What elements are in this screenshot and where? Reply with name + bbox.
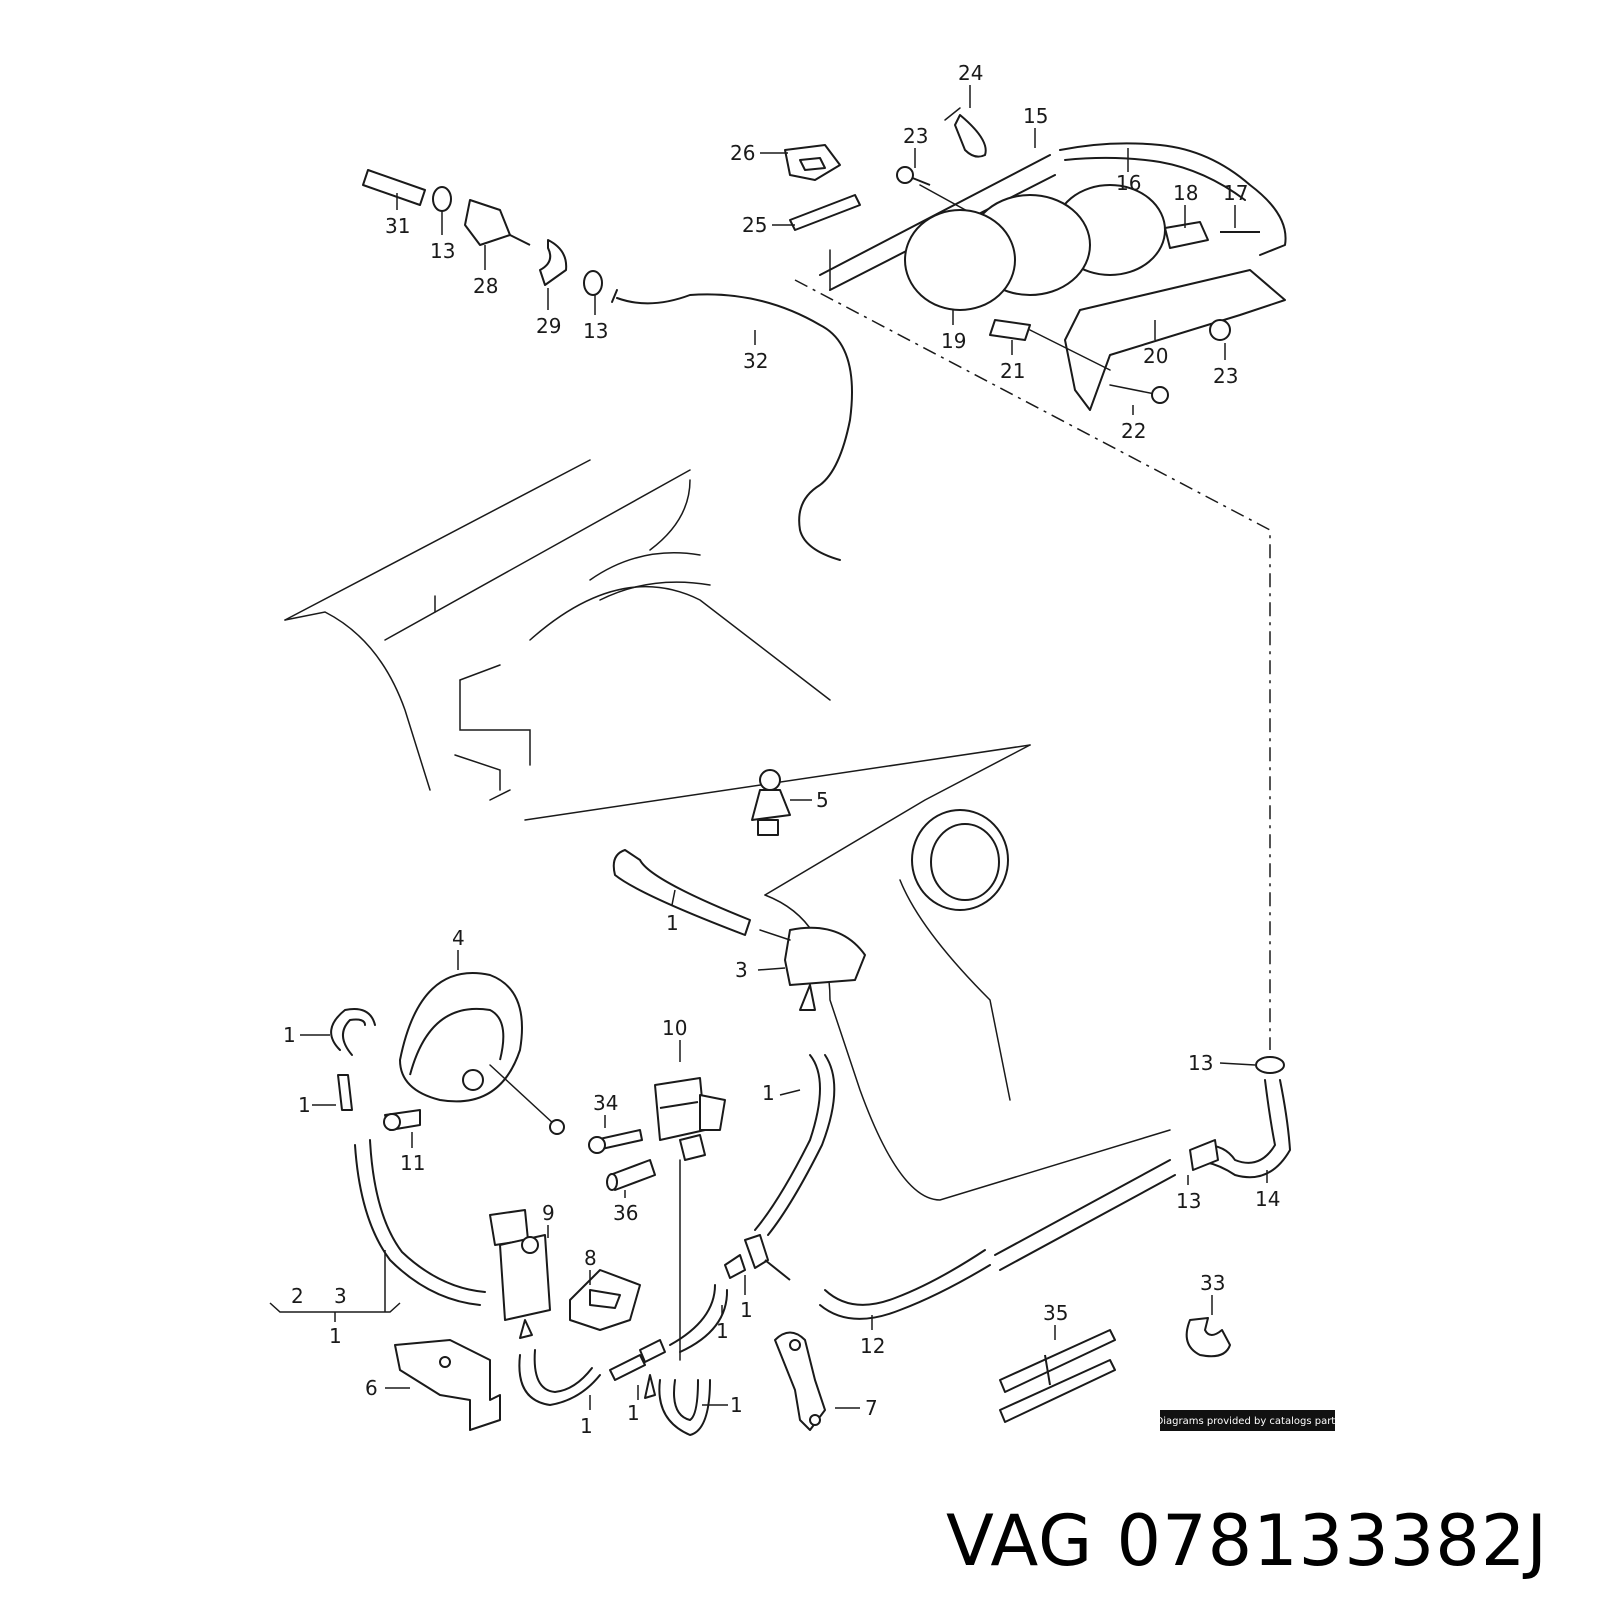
callout-1-mid: 1 <box>666 911 679 935</box>
part-33-clip <box>1185 1317 1231 1358</box>
callout-11: 11 <box>400 1151 425 1175</box>
callout-8: 8 <box>584 1246 597 1270</box>
callout-13-b: 13 <box>583 319 608 343</box>
callout-15: 15 <box>1023 104 1048 128</box>
callout-1-right: 1 <box>762 1081 775 1105</box>
callout-31: 31 <box>385 214 410 238</box>
callout-36: 36 <box>613 1201 638 1225</box>
callout-5: 5 <box>816 788 829 812</box>
callout-20: 20 <box>1143 344 1168 368</box>
part-5 <box>751 769 791 836</box>
guide-line <box>794 279 1271 1050</box>
part-number-label: VAG 078133382J <box>945 1500 1548 1582</box>
callout-6: 6 <box>365 1376 378 1400</box>
callout-19: 19 <box>941 329 966 353</box>
callouts: 24 23 15 16 26 18 17 25 31 13 28 29 13 3… <box>269 61 1280 1438</box>
callout-1-g: 1 <box>627 1401 640 1425</box>
callout-2: 2 <box>291 1284 304 1308</box>
part-9-valve <box>489 1209 641 1339</box>
callout-14: 14 <box>1255 1187 1280 1211</box>
callout-35: 34 <box>593 1091 618 1115</box>
part-4-actuator <box>330 972 565 1135</box>
hose-1-mid <box>612 849 866 1236</box>
hose-left-long <box>354 1139 486 1306</box>
top-left-parts <box>362 169 603 296</box>
callout-18: 18 <box>1173 181 1198 205</box>
callout-34: 35 <box>1043 1301 1068 1325</box>
callout-13-d: 13 <box>1176 1189 1201 1213</box>
callout-17: 17 <box>1223 181 1248 205</box>
callout-1-left: 1 <box>283 1023 296 1047</box>
part-14-hose <box>1189 1056 1291 1179</box>
callout-25: 24 <box>958 61 983 85</box>
callout-22: 22 <box>1121 419 1146 443</box>
callout-4: 4 <box>452 926 465 950</box>
callout-1-e: 1 <box>716 1319 729 1343</box>
callout-10: 10 <box>662 1016 687 1040</box>
callout-23: 23 <box>1213 364 1238 388</box>
lower-hoses <box>518 1159 1176 1436</box>
bracket-7 <box>774 1331 826 1431</box>
callout-1-d: 1 <box>740 1298 753 1322</box>
callout-28: 28 <box>473 274 498 298</box>
callout-1-b: 1 <box>298 1093 311 1117</box>
callout-29: 29 <box>536 314 561 338</box>
callout-33: 33 <box>1200 1271 1225 1295</box>
hose-32 <box>611 289 853 561</box>
callout-16: 16 <box>1116 171 1141 195</box>
callout-32: 32 <box>743 349 768 373</box>
callout-3-group: 3 <box>334 1284 347 1308</box>
callout-27: 26 <box>730 141 755 165</box>
credit-badge: Diagrams provided by catalogs parts <box>1156 1410 1341 1431</box>
top-right-parts <box>784 107 1287 411</box>
callout-3: 3 <box>735 958 748 982</box>
part-34-ties <box>999 1329 1116 1423</box>
callout-13-c: 13 <box>1188 1051 1213 1075</box>
callout-26: 25 <box>742 213 767 237</box>
callout-7: 7 <box>865 1396 878 1420</box>
callout-24: 23 <box>903 124 928 148</box>
callout-1-f: 1 <box>580 1414 593 1438</box>
callout-13-a: 13 <box>430 239 455 263</box>
credit-text: Diagrams provided by catalogs parts <box>1156 1416 1341 1427</box>
callout-21: 21 <box>1000 359 1025 383</box>
callout-1-h: 1 <box>730 1393 743 1417</box>
callout-1-group: 1 <box>329 1324 342 1348</box>
part-10-valve <box>588 1077 726 1361</box>
callout-12: 12 <box>860 1334 885 1358</box>
callout-9: 9 <box>542 1201 555 1225</box>
bracket-6 <box>394 1339 501 1431</box>
